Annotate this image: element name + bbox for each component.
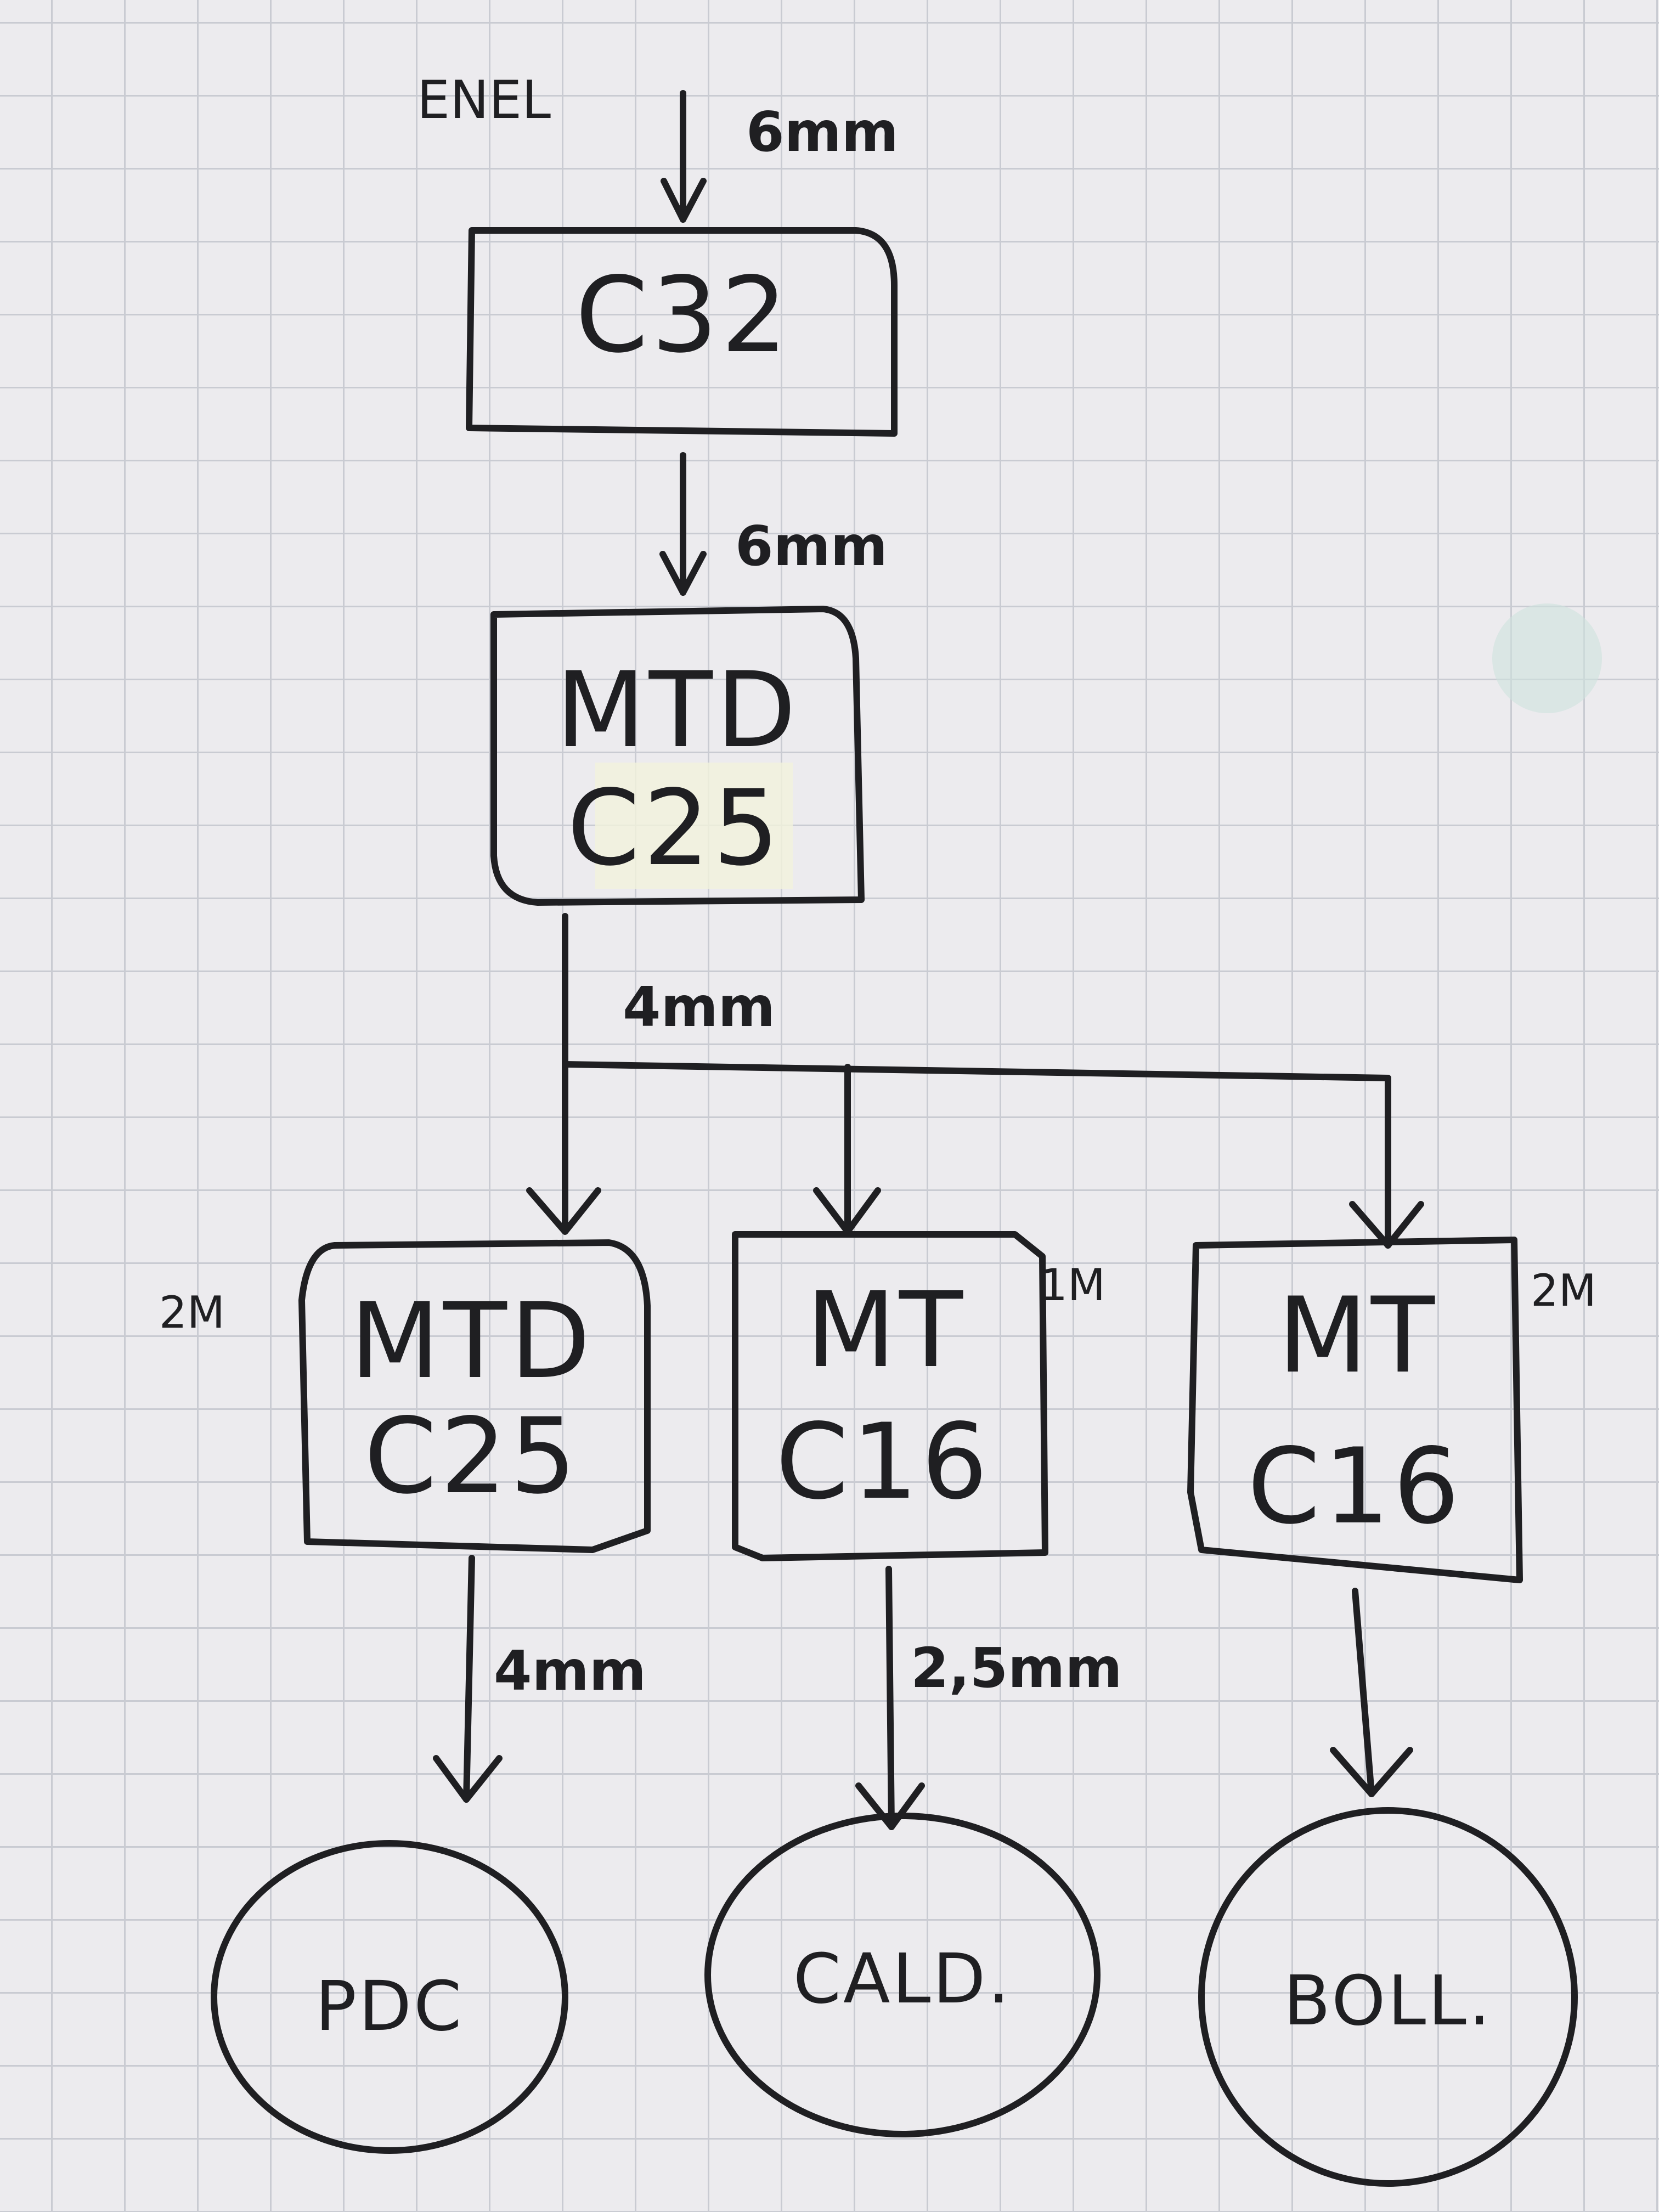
branch-2-line2: C16	[776, 1401, 991, 1522]
source-label: ENEL	[417, 70, 551, 131]
input-cable-label: 6mm	[746, 100, 899, 164]
branch-2-line1: MT	[806, 1269, 966, 1391]
rcbo-main-line1: MTD	[556, 650, 799, 771]
rcbo-main: MTD C25	[490, 606, 865, 906]
branch-1-qty: 2M	[159, 1287, 225, 1338]
main-breaker-label: C32	[575, 255, 791, 376]
branch-1-line2: C25	[364, 1396, 579, 1517]
feeder-cable-label: 6mm	[735, 514, 888, 578]
load-3-label: BOLL.	[1284, 1961, 1493, 2041]
tape-patch	[595, 763, 793, 889]
branch-3-line2: C16	[1248, 1426, 1463, 1547]
feeder-arrow	[659, 452, 707, 596]
main-breaker-c32: C32	[466, 227, 898, 437]
load-2-label: CALD.	[793, 1939, 1012, 2019]
branch-breaker-2: MT C16	[732, 1231, 1048, 1561]
load-cald: CALD.	[704, 1813, 1101, 2137]
paper-stain	[1492, 603, 1602, 713]
distribution-bus	[526, 913, 1424, 1249]
input-arrow	[661, 90, 707, 223]
bus-cable-label: 4mm	[623, 975, 775, 1039]
load-pdc: PDC	[211, 1840, 568, 2154]
load-boll: BOLL.	[1198, 1807, 1578, 2187]
load-drops	[433, 1555, 1413, 1830]
branch-1-cable-label: 4mm	[494, 1639, 646, 1703]
branch-breaker-1: MTD C25	[298, 1239, 651, 1553]
branch-2-qty: 1M	[1040, 1260, 1105, 1311]
branch-2-cable-label: 2,5mm	[911, 1636, 1122, 1700]
rcbo-main-line2: C25	[567, 768, 782, 889]
branch-3-qty: 2M	[1531, 1265, 1596, 1316]
branch-breaker-3: MT C16	[1187, 1237, 1523, 1583]
load-1-label: PDC	[315, 1967, 464, 2046]
branch-3-line1: MT	[1278, 1275, 1438, 1396]
branch-1-line1: MTD	[350, 1280, 594, 1402]
